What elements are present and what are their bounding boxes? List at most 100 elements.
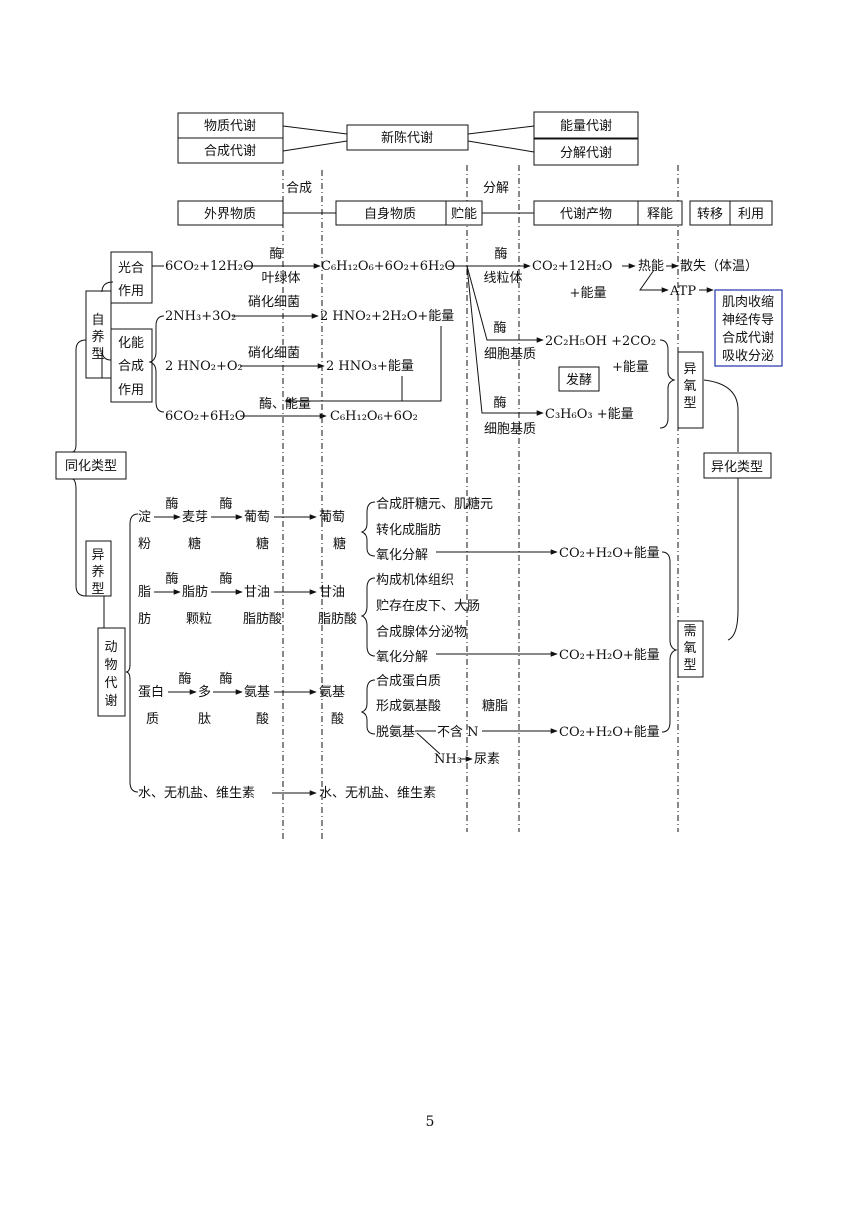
alcohol-energy: +能量 [612,360,649,375]
assimilation-type-label: 同化类型 [65,459,117,474]
lactic-cytoplasm: 细胞基质 [484,422,536,437]
dissipate-label: 散失（体温） [680,259,758,274]
synthesis-label: 合成 [286,181,312,196]
photosynthesis-char1: 光合 [118,261,144,276]
amino-top: 氨基 [244,685,270,700]
box-energy-metabolism [533,111,639,139]
anabolism-label: 合成代谢 [204,143,256,159]
fat-enzyme: 酶 [165,571,178,587]
box-photosynthesis [110,251,153,304]
chem1-reactants: 2NH₃+3O₂ [165,309,236,324]
box-atp-uses [714,289,783,367]
box-metabolic-product [533,200,639,226]
chem3-reactants: 6CO₂+6H₂O [165,409,245,424]
box-fermentation [558,366,600,392]
respiration-section: 酶 线粒体 CO₂+12H₂O +能量 热能 散失（体温） ATP 肌肉收缩 神… [448,246,783,733]
lactic-enzyme: 酶 [493,395,506,411]
box-autotroph [85,290,112,379]
autotroph-char3: 型 [91,347,104,362]
chem3-enzyme-energy: 酶、能量 [259,396,311,412]
box-aerobic-type [677,620,704,678]
box-transfer [689,200,731,226]
resp-enzyme: 酶 [494,246,507,262]
anaerobic-char1: 异 [683,362,696,377]
box-heterotroph [85,540,112,597]
autotroph-char2: 养 [91,329,104,345]
maltose-bottom: 糖 [188,536,201,552]
mitochondria-label: 线粒体 [483,271,522,286]
anaerobic-char2: 氧 [683,379,696,394]
maltose-top: 麦芽 [182,510,208,525]
alcohol-cytoplasm: 细胞基质 [484,347,536,362]
box-animal-metabolism [97,627,126,717]
urea-label: 尿素 [474,752,500,767]
atp-use-3: 合成代谢 [722,330,774,346]
chem1-bacteria: 硝化细菌 [248,295,300,310]
transfer-label: 转移 [697,207,723,222]
glycerol-top: 甘油 [244,585,270,600]
chemosynthesis-char1: 化能 [118,336,144,351]
external-substance-label: 外界物质 [204,207,256,222]
autotroph-section: 自 养 型 光合 作用 化能 合成 作用 6CO₂+12H₂O 酶 叶绿体 C₆… [85,246,455,424]
fat-top: 脂 [138,585,151,600]
fat-fate-2: 贮存在皮下、大肠 [376,599,480,614]
protein-top: 蛋白 [138,684,164,700]
nh3-label: NH₃ [434,752,462,767]
energy-storage-label: 贮能 [451,207,477,222]
amino-bottom: 酸 [256,712,269,727]
fat-fate-4: 氧化分解 [376,650,428,665]
amino2-top: 氨基 [319,685,345,700]
guide-lines [282,165,679,840]
autotroph-char1: 自 [91,313,104,328]
material-metabolism-label: 物质代谢 [204,118,256,134]
box-dissimilation-type [703,452,772,479]
fat-droplet-enzyme: 酶 [219,571,232,587]
glucose-top: 葡萄 [244,510,270,525]
atp-label: ATP [669,284,696,299]
page-number: 5 [425,1114,435,1130]
fat-droplet-top: 脂肪 [182,584,208,600]
polypeptide-enzyme: 酶 [219,671,232,687]
heterotroph-char2: 养 [91,564,104,580]
box-anaerobic [677,351,704,429]
box-energy-storage [445,200,483,226]
heterotroph-section: 异 养 型 动 物 代 谢 淀 粉 酶 麦芽 糖 酶 葡萄 糖 葡萄 糖 合成肝… [85,496,660,801]
chem1-products: 2 HNO₂+2H₂O+能量 [320,309,454,324]
energy-release-label: 释能 [647,207,673,222]
flow-row: 合成 分解 外界物质 自身物质 贮能 代谢产物 释能 转移 利用 [177,181,773,226]
fat-fate-1: 构成机体组织 [376,573,454,588]
box-assimilation-type [55,451,127,480]
protein-bottom: 质 [146,712,159,727]
assimilation-section: 同化类型 [55,281,127,597]
amino-fate-3: 脱氨基 [376,725,415,740]
metabolism-label: 新陈代谢 [381,130,433,146]
box-external-substance [177,200,284,226]
photo-reactants: 6CO₂+12H₂O [165,259,254,274]
energy-metabolism-label: 能量代谢 [560,118,612,134]
chemosynthesis-char2: 合成 [118,359,144,374]
chemosynthesis-char3: 作用 [118,383,144,398]
chem2-reactants: 2 HNO₂+O₂ [165,359,243,374]
metabolic-product-label: 代谢产物 [560,206,612,222]
polypeptide-bottom: 肽 [198,712,211,727]
animal-char3: 代 [104,676,117,691]
atp-use-2: 神经传导 [722,313,774,328]
chem2-products: 2 HNO₃+能量 [326,359,414,374]
protein-enzyme: 酶 [178,671,191,687]
glycerol2-top: 甘油 [319,585,345,600]
decomposition-label: 分解 [483,181,509,196]
box-energy-release [637,200,683,226]
fat-bottom: 肪 [138,611,151,627]
animal-char2: 物 [104,658,117,673]
box-catabolism [533,138,639,166]
glucose-bottom: 糖 [256,536,269,552]
polypeptide-top: 多 [198,684,211,700]
box-utilization [729,200,773,226]
amino-fate-1: 合成蛋白质 [376,673,441,689]
chem2-bacteria: 硝化细菌 [248,346,300,361]
box-metabolism [346,124,469,151]
photosynthesis-char2: 作用 [118,284,144,299]
box-anabolism [177,137,284,164]
starch-bottom: 粉 [138,537,151,552]
